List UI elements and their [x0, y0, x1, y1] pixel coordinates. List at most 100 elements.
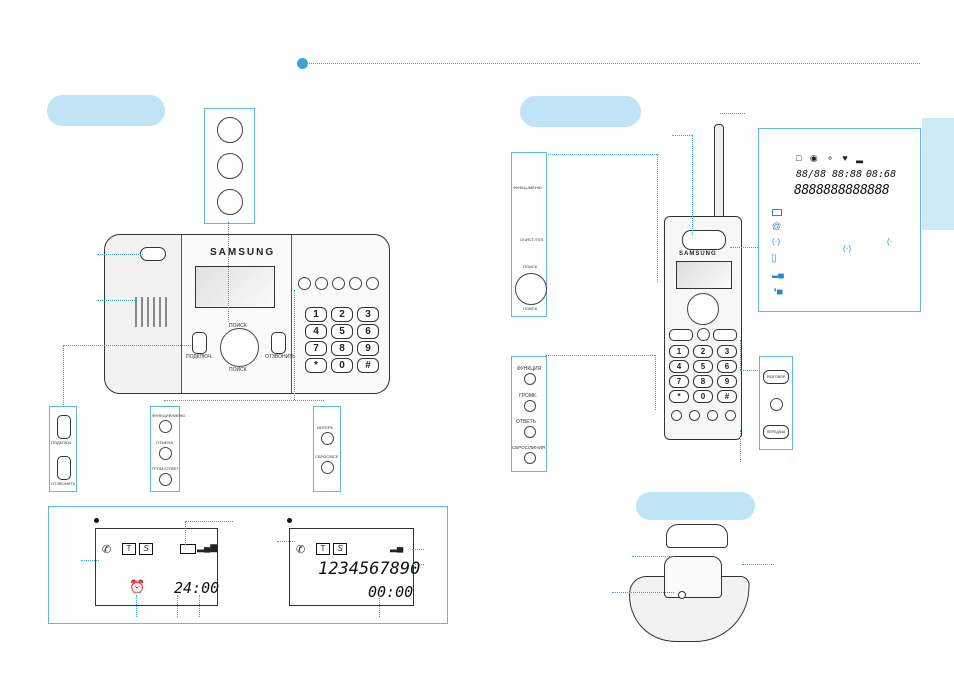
- menu-button[interactable]: [159, 420, 172, 433]
- handset-mid-button[interactable]: [697, 328, 710, 341]
- base-key-star[interactable]: *: [305, 358, 327, 373]
- base-key-4[interactable]: 4: [305, 324, 327, 339]
- signal-icon: ▂▄▆: [197, 542, 218, 552]
- leader: [740, 370, 758, 371]
- base-key-5[interactable]: 5: [331, 324, 353, 339]
- hs-key-3[interactable]: 3: [717, 345, 737, 358]
- base-key-7[interactable]: 7: [305, 341, 327, 356]
- base-key-0[interactable]: 0: [331, 358, 353, 373]
- hs-key-5[interactable]: 5: [693, 360, 713, 373]
- base-fn-1[interactable]: [298, 277, 311, 290]
- intercom-button[interactable]: [321, 432, 334, 445]
- charger-cradle: [664, 556, 722, 598]
- base-fkey-left-label: ПОДКЛЮЧ.: [186, 354, 213, 360]
- s-badge: S: [333, 543, 347, 555]
- base-fn-3[interactable]: [332, 277, 345, 290]
- base-buttons-box-left: ПОДКЛЮЧ. ОТЗВОНИТЬ: [49, 406, 77, 492]
- reset-button-label: СБРОС/ВСЕ: [315, 454, 339, 459]
- hs-answer-btn[interactable]: [524, 426, 536, 438]
- ring-button[interactable]: [57, 415, 71, 439]
- hs-func-btn[interactable]: [524, 373, 536, 385]
- leader: [742, 564, 774, 565]
- handset-talk-button[interactable]: [669, 329, 693, 341]
- hs-side-nav[interactable]: [515, 273, 547, 305]
- hs-fn-3[interactable]: [707, 410, 718, 421]
- legend-signal-icon: ▂▄: [772, 269, 784, 278]
- battery-icon: [180, 544, 196, 554]
- charger-body: [625, 556, 751, 642]
- leader: [97, 300, 137, 301]
- hs-key-hash[interactable]: #: [717, 390, 737, 403]
- legend-ring-icon-2: (·): [843, 244, 851, 253]
- hs-reset-btn[interactable]: [524, 452, 536, 464]
- base-key-8[interactable]: 8: [331, 341, 353, 356]
- handset-call-box: РАЗГОВОР ПЕРЕДАЧА: [759, 356, 793, 450]
- handset-lcd-box: □ ◉ ⚬ ♥ ▂ 88/88 88:88 08:68 888888888888…: [758, 128, 921, 312]
- leader: [632, 556, 674, 557]
- hs-fn-1[interactable]: [671, 410, 682, 421]
- leader: [412, 564, 424, 565]
- handset-nav-pad[interactable]: [687, 293, 719, 325]
- mid-call-button[interactable]: [770, 398, 783, 411]
- base-nav-pad[interactable]: [220, 328, 259, 367]
- hs-key-star[interactable]: *: [669, 390, 689, 403]
- nav-pad-3[interactable]: [217, 189, 243, 215]
- header-dot: [297, 58, 308, 69]
- legend-at-icon: @: [772, 221, 782, 231]
- base-left-button[interactable]: [192, 332, 207, 354]
- leader: [136, 595, 137, 617]
- volume-button[interactable]: [159, 473, 172, 486]
- base-key-9[interactable]: 9: [357, 341, 379, 356]
- lcd-bullet-2: [287, 518, 292, 523]
- hs-key-7[interactable]: 7: [669, 375, 689, 388]
- handset-body: SAMSUNG 1 2 3 4 5 6 7 8 9 * 0 #: [664, 216, 742, 440]
- hs-func-label: ФУНКЦИЯ: [517, 366, 542, 372]
- base-key-2[interactable]: 2: [331, 307, 353, 322]
- lcd-left-clock: 24:00: [174, 579, 220, 597]
- legend-signal-icon-2: ◑▄: [772, 285, 783, 294]
- talk-button[interactable]: [57, 456, 71, 480]
- hs-key-0[interactable]: 0: [693, 390, 713, 403]
- leader: [545, 355, 655, 356]
- charger-led: [678, 591, 686, 599]
- lcd-right-clock: 00:00: [368, 583, 414, 601]
- base-right-button[interactable]: [271, 332, 286, 354]
- hs-key-6[interactable]: 6: [717, 360, 737, 373]
- base-key-6[interactable]: 6: [357, 324, 379, 339]
- hs-key-8[interactable]: 8: [693, 375, 713, 388]
- cancel-button[interactable]: [159, 447, 172, 460]
- handset-transfer-button[interactable]: [713, 329, 737, 341]
- leader: [63, 345, 191, 346]
- reset-button[interactable]: [321, 461, 334, 474]
- transfer-call-button[interactable]: ПЕРЕДАЧА: [763, 425, 789, 439]
- base-fn-4[interactable]: [349, 277, 362, 290]
- talk-call-button[interactable]: РАЗГОВОР: [763, 370, 789, 384]
- hs-vol-label: ГРОМК.: [519, 393, 538, 399]
- header-rule: [306, 63, 920, 64]
- nav-pad-1[interactable]: [217, 117, 243, 143]
- handset-brand: SAMSUNG: [679, 251, 717, 257]
- handset-display: [676, 261, 732, 289]
- ring-button-label: ПОДКЛЮЧ.: [51, 440, 73, 445]
- leader: [692, 135, 693, 235]
- base-key-3[interactable]: 3: [357, 307, 379, 322]
- base-section-pill: [47, 95, 165, 126]
- nav-pad-2[interactable]: [217, 153, 243, 179]
- nav-detail-box: [204, 108, 255, 224]
- base-station: SAMSUNG ПОИСК ПОИСК ПОДКЛЮЧ. ОТЗВОНИТЬ 1…: [104, 234, 390, 394]
- hs-answer-label: ОТВЕТЬ: [516, 419, 536, 425]
- hs-key-2[interactable]: 2: [693, 345, 713, 358]
- base-fn-2[interactable]: [315, 277, 328, 290]
- base-buttons-box-right: ИНТЕРК. СБРОС/ВСЕ: [313, 406, 341, 492]
- handset-button-box: ФУНКЦИЯ ГРОМК. ОТВЕТЬ СБРОС/ЛИНИЯ: [511, 356, 547, 472]
- hs-fn-4[interactable]: [725, 410, 736, 421]
- base-fn-5[interactable]: [366, 277, 379, 290]
- hs-key-9[interactable]: 9: [717, 375, 737, 388]
- hs-vol-btn[interactable]: [524, 400, 536, 412]
- hs-key-1[interactable]: 1: [669, 345, 689, 358]
- legend-ring-icon: (·): [772, 237, 780, 246]
- hs-fn-2[interactable]: [689, 410, 700, 421]
- hs-key-4[interactable]: 4: [669, 360, 689, 373]
- base-key-hash[interactable]: #: [357, 358, 379, 373]
- base-key-1[interactable]: 1: [305, 307, 327, 322]
